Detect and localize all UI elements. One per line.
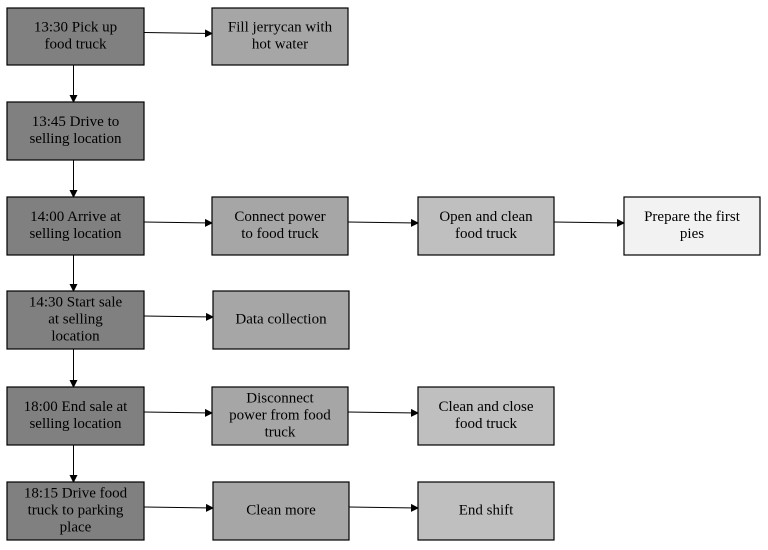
node-box [417, 481, 555, 541]
node-label-line: Prepare the first [644, 209, 741, 225]
node-box [417, 196, 555, 256]
node-label-line: food truck [455, 226, 518, 242]
node-label-line: Disconnect [246, 390, 314, 406]
node-label-line: to food truck [241, 226, 319, 242]
arrow-connect-to-open [347, 218, 419, 227]
node-endshift: End shift [417, 481, 555, 541]
node-data: Data collection [212, 290, 350, 350]
node-box [6, 7, 145, 66]
node-label-line: Clean more [246, 502, 316, 518]
node-label-line: food truck [455, 416, 518, 432]
node-label-line: Connect power [234, 209, 325, 225]
node-label-line: at selling [48, 311, 103, 327]
node-label-line: 18:15 Drive food [24, 485, 128, 501]
node-box [212, 290, 350, 350]
node-label-line: selling location [29, 416, 122, 432]
arrow-arrive-to-connect [143, 218, 213, 227]
node-label-line: place [60, 519, 92, 535]
arrow-pickup-to-jerrycan [143, 29, 213, 38]
arrow-drivepark-to-cleanmore [143, 503, 214, 512]
node-label-line: power from food [229, 407, 331, 423]
edges-layer [69, 29, 625, 512]
node-label-line: Fill jerrycan with [228, 19, 333, 35]
node-label-line: selling location [29, 131, 122, 147]
node-box [211, 196, 349, 256]
node-label-line: hot water [252, 36, 308, 52]
node-box [623, 196, 761, 256]
arrow-end-to-disconnect [143, 408, 213, 417]
node-label-line: Clean and close [439, 399, 534, 415]
node-label-line: location [51, 328, 100, 344]
node-label-line: 13:45 Drive to [32, 114, 120, 130]
node-label-line: 13:30 Pick up [34, 19, 117, 35]
node-label-line: pies [680, 226, 704, 242]
node-label-line: Data collection [235, 311, 327, 327]
node-box [6, 481, 145, 541]
node-box [6, 196, 145, 256]
node-box [211, 386, 349, 446]
node-label-line: selling location [29, 226, 122, 242]
node-box [6, 290, 145, 350]
node-label-line: 14:00 Arrive at [30, 209, 122, 225]
node-label-line: truck to parking [28, 502, 124, 518]
node-box [417, 386, 555, 446]
node-label-line: 14:30 Start sale [29, 294, 123, 310]
node-label-line: Open and clean [439, 209, 533, 225]
node-label-line: truck [265, 424, 296, 440]
node-box [211, 7, 349, 66]
arrow-open-to-prepare [553, 218, 625, 227]
node-label-line: 18:00 End sale at [24, 399, 129, 415]
node-box [212, 481, 350, 541]
node-cleanmore: Clean more [212, 481, 350, 541]
node-label-line: End shift [459, 502, 514, 518]
node-box [6, 386, 145, 446]
node-box [6, 101, 145, 161]
arrow-start-to-data [143, 312, 214, 321]
arrow-cleanmore-to-endshift [348, 503, 419, 512]
arrow-disconnect-to-close [347, 408, 419, 417]
node-label-line: food truck [44, 36, 107, 52]
